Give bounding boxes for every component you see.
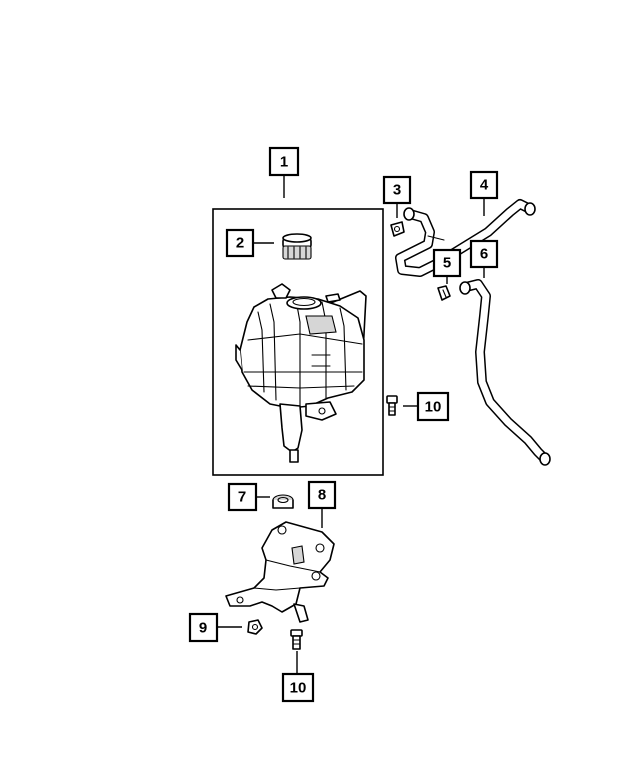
- bolt-icon: [386, 395, 398, 416]
- bolt-icon: [437, 285, 451, 301]
- callout-label-4: 4: [480, 177, 489, 194]
- callout-2: 2: [225, 228, 255, 258]
- callout-7: 7: [227, 482, 258, 512]
- grommet-icon: [272, 494, 294, 509]
- callout-label-1: 1: [280, 154, 288, 171]
- callout-8: 8: [307, 480, 337, 510]
- callout-6: 6: [469, 239, 499, 269]
- callout-label-6: 6: [480, 246, 488, 263]
- bracket-icon: [225, 521, 335, 623]
- coolant-reservoir-icon: [235, 283, 367, 463]
- callout-label-8: 8: [318, 487, 326, 504]
- callout-label-10-lower: 10: [290, 680, 307, 697]
- callout-label-2: 2: [236, 235, 244, 252]
- callout-5: 5: [432, 248, 462, 278]
- hose-icon: [459, 279, 551, 466]
- callout-10-upper: 10: [416, 391, 450, 422]
- callout-4: 4: [469, 170, 499, 200]
- clamp-icon: [390, 221, 405, 237]
- callout-label-10-upper: 10: [425, 399, 442, 416]
- callout-3: 3: [382, 175, 412, 205]
- callout-1: 1: [268, 146, 300, 177]
- hose-icon: [395, 199, 536, 277]
- callout-label-5: 5: [443, 255, 451, 272]
- bolt-icon: [290, 629, 303, 650]
- callout-10-lower: 10: [281, 672, 315, 703]
- nut-icon: [247, 619, 263, 635]
- callout-9: 9: [188, 612, 219, 643]
- callout-label-3: 3: [393, 182, 401, 199]
- pressure-cap-icon: [282, 233, 312, 260]
- callout-label-7: 7: [238, 489, 246, 506]
- callout-label-9: 9: [199, 620, 207, 637]
- assembly-frame: [212, 208, 384, 476]
- leader-lines: [217, 175, 485, 674]
